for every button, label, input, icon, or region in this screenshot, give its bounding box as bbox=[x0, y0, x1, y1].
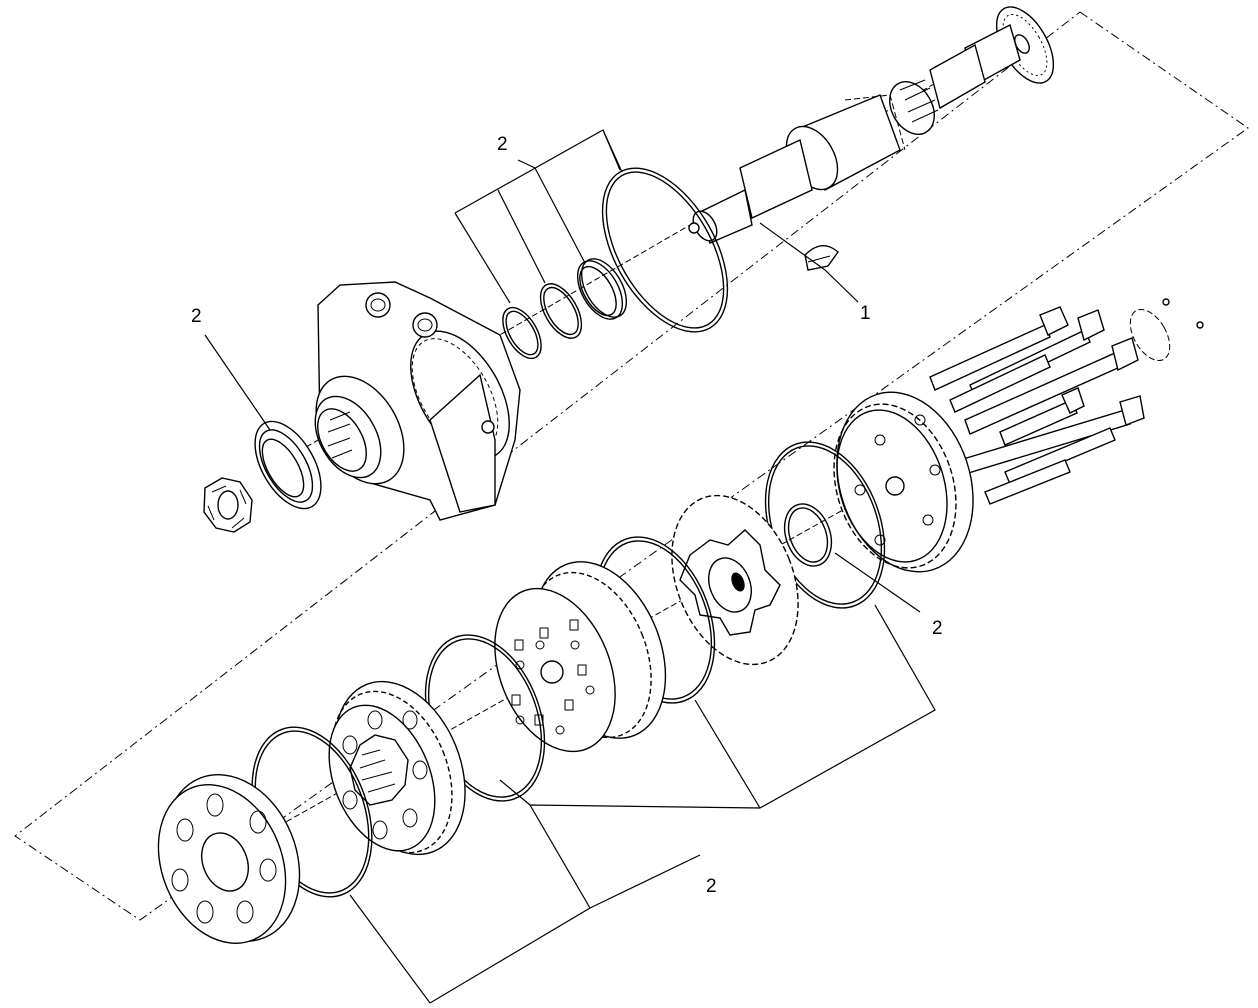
leader-line-key bbox=[759, 222, 859, 303]
shaft-seal-left bbox=[254, 420, 322, 510]
seal-ring-a bbox=[502, 306, 542, 360]
bolt-5 bbox=[999, 387, 1085, 446]
valve-plate bbox=[494, 561, 667, 753]
large-o-ring-top bbox=[601, 167, 729, 333]
output-shaft bbox=[688, 6, 1055, 244]
seal-ring-b bbox=[539, 283, 583, 339]
end-cap bbox=[833, 391, 974, 573]
callout-1-key: 1 bbox=[860, 303, 871, 324]
callout-2-seal-right: 2 bbox=[932, 618, 943, 639]
motor-housing bbox=[314, 281, 521, 521]
wear-plate bbox=[157, 774, 301, 944]
woodruff-key bbox=[804, 245, 839, 271]
leader-lines-top bbox=[454, 129, 623, 304]
leader-line-seal-right bbox=[834, 552, 921, 613]
callout-2-bottom-orings: 2 bbox=[706, 876, 717, 897]
bolt-3 bbox=[949, 354, 1051, 413]
assembly-phantom-outline bbox=[14, 11, 1249, 921]
leader-line-seal-left bbox=[204, 334, 271, 431]
name-plate bbox=[1129, 298, 1204, 362]
leader-lines-bottom bbox=[349, 604, 936, 1004]
small-o-ring-endcap bbox=[783, 503, 833, 567]
bolt-8 bbox=[984, 459, 1071, 505]
callout-2-seal-left: 2 bbox=[191, 306, 202, 327]
bolt-7 bbox=[1004, 427, 1116, 485]
bolt-1 bbox=[929, 306, 1069, 391]
bolt-4 bbox=[964, 337, 1139, 435]
seal-ring-c bbox=[576, 258, 628, 320]
gerotor-set bbox=[328, 680, 466, 856]
bolts bbox=[929, 306, 1145, 505]
rotor-star bbox=[671, 494, 799, 666]
callout-2-top-orings: 2 bbox=[497, 134, 508, 155]
castle-nut bbox=[203, 477, 253, 533]
